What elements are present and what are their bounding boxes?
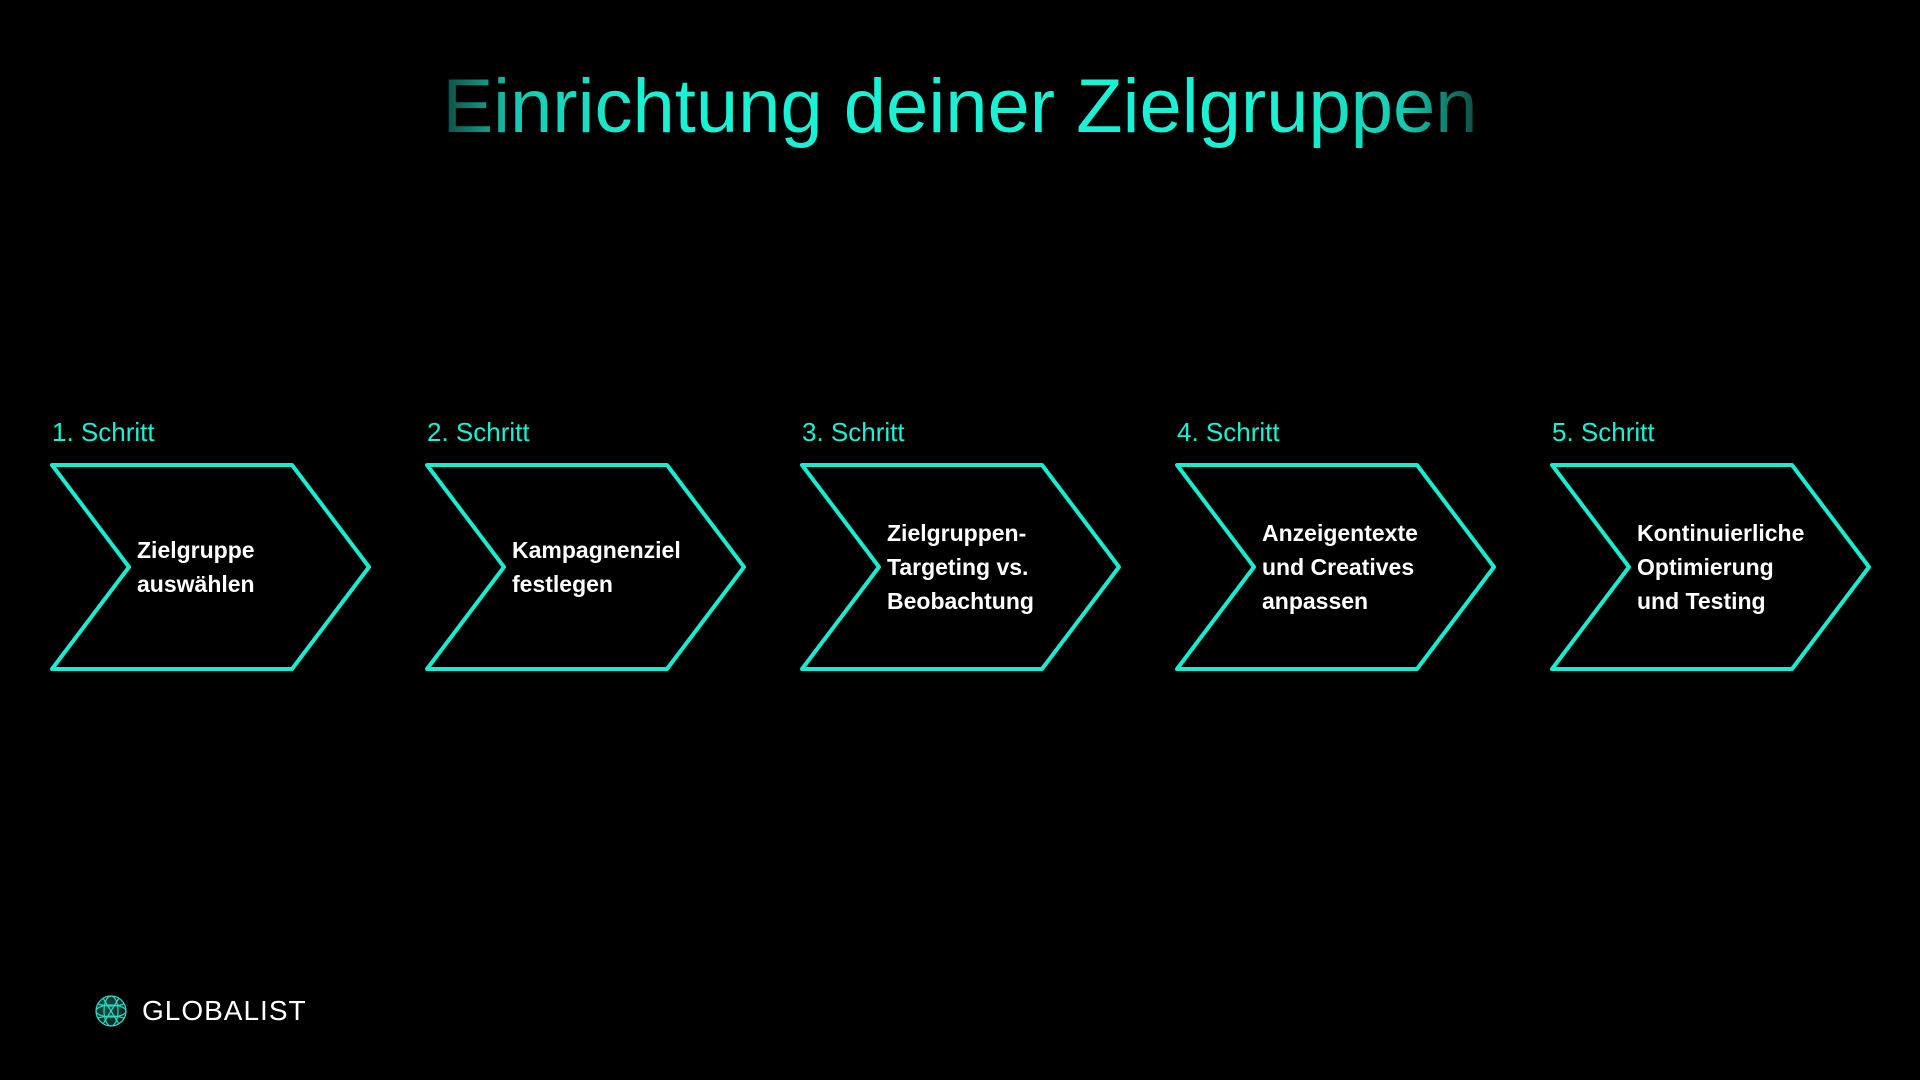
step-4: 4. Schritt Anzeigentexte und Creatives a… [1167, 412, 1497, 672]
step-5: 5. Schritt Kontinuierliche Optimierung u… [1542, 412, 1872, 672]
step-text: Kontinuierliche Optimierung und Testing [1637, 520, 1805, 614]
chevron-arrow-icon [1175, 463, 1496, 671]
chevron-arrow-icon [50, 463, 371, 671]
step-text: Anzeigentexte und Creatives anpassen [1262, 520, 1418, 614]
step-label: 1. Schritt [52, 417, 155, 447]
step-label: 2. Schritt [427, 417, 530, 447]
step-text: Kampagnenziel festlegen [512, 537, 681, 597]
step-3: 3. Schritt Zielgruppen- Targeting vs. Be… [792, 412, 1122, 672]
chevron-arrow-icon [1550, 463, 1871, 671]
step-text: Zielgruppe auswählen [137, 537, 255, 597]
brand-name: GLOBALIST [142, 995, 307, 1026]
step-1: 1. Schritt Zielgruppe auswählen [42, 412, 372, 672]
step-label: 3. Schritt [802, 417, 905, 447]
globe-mesh-icon [95, 995, 127, 1027]
step-label: 4. Schritt [1177, 417, 1280, 447]
chevron-arrow-icon [800, 463, 1121, 671]
step-2: 2. Schritt Kampagnenziel festlegen [417, 412, 747, 672]
chevron-arrow-icon [425, 463, 746, 671]
step-text: Zielgruppen- Targeting vs. Beobachtung [887, 520, 1034, 614]
brand-logo: GLOBALIST [94, 992, 307, 1030]
step-label: 5. Schritt [1552, 417, 1655, 447]
slide-title: Einrichtung deiner Zielgruppen [442, 64, 1478, 149]
